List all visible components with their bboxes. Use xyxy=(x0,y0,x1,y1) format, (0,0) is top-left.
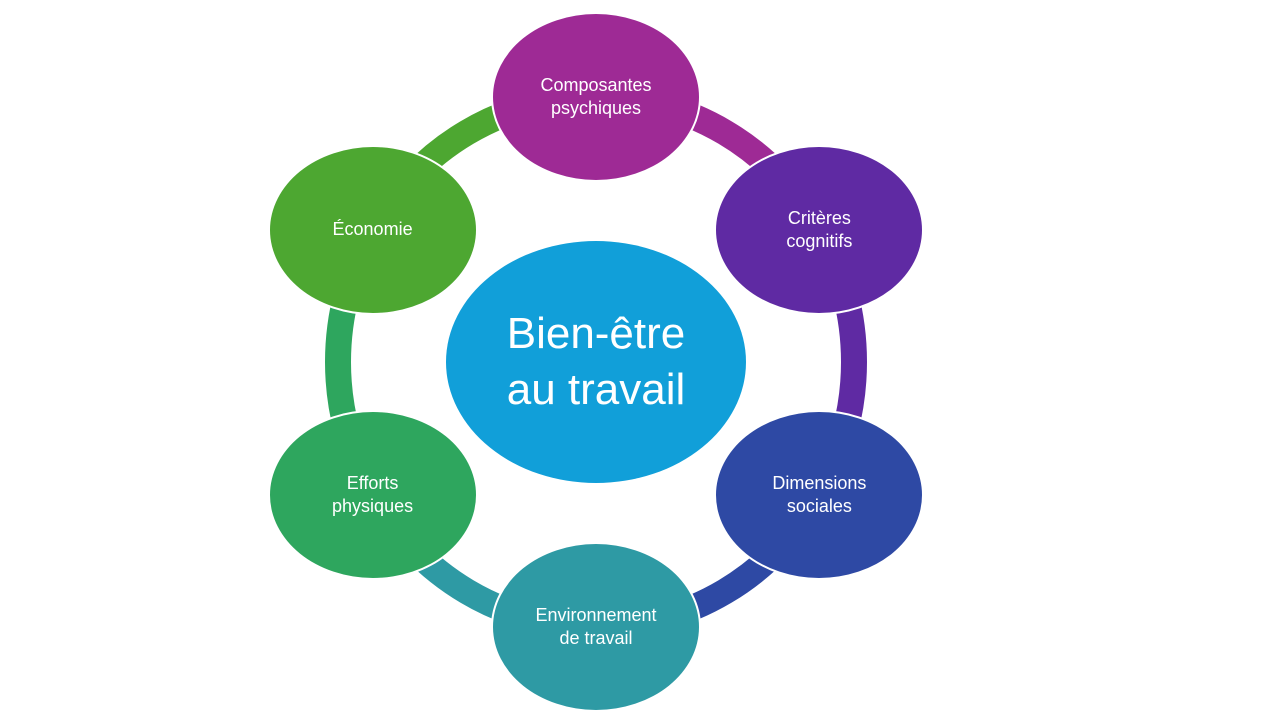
node-criteres-cognitifs: Critères cognitifs xyxy=(714,144,925,315)
node-label: Environnement de travail xyxy=(535,605,657,648)
node-efforts-physiques: Efforts physiques xyxy=(267,409,478,580)
node-label: Efforts physiques xyxy=(332,472,414,516)
node-economie: Économie xyxy=(267,144,478,315)
node-composantes-psychiques: Composantes psychiques xyxy=(491,12,701,182)
center-node-bien-etre: Bien-être au travail xyxy=(446,241,746,483)
node-dimensions-sociales: Dimensions sociales xyxy=(714,409,925,580)
node-label: Dimensions sociales xyxy=(772,472,867,516)
node-label: Économie xyxy=(332,219,413,239)
node-label: Critères cognitifs xyxy=(786,207,853,251)
node-environnement-de-travail: Environnement de travail xyxy=(491,542,701,712)
center-label: Bien-être au travail xyxy=(506,309,686,414)
node-label: Composantes psychiques xyxy=(540,75,652,118)
